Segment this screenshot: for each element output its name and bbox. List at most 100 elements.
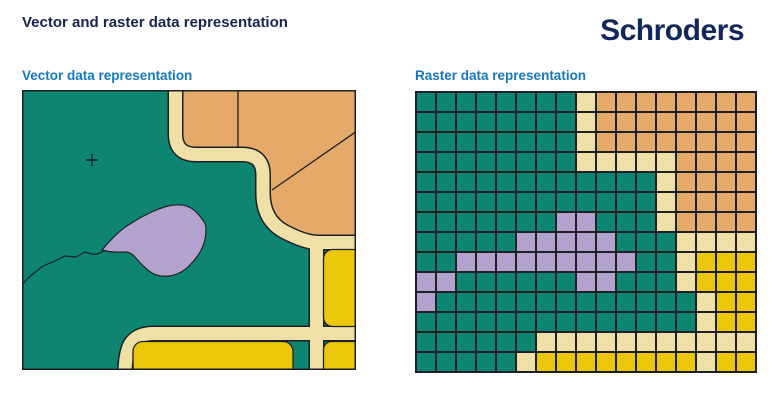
raster-cell: [636, 212, 656, 232]
raster-cell: [596, 112, 616, 132]
raster-cell: [596, 252, 616, 272]
raster-cell: [636, 152, 656, 172]
raster-cell: [456, 272, 476, 292]
raster-cell: [456, 292, 476, 312]
raster-cell: [696, 272, 716, 292]
raster-cell: [476, 192, 496, 212]
raster-cell: [676, 272, 696, 292]
raster-cell: [476, 332, 496, 352]
raster-cell: [736, 92, 756, 112]
raster-cell: [696, 112, 716, 132]
raster-cell: [456, 112, 476, 132]
raster-cell: [556, 132, 576, 152]
plus-marker: [86, 154, 98, 166]
raster-cell: [716, 152, 736, 172]
raster-cell: [696, 132, 716, 152]
raster-cell: [656, 112, 676, 132]
raster-cell: [436, 192, 456, 212]
raster-cell: [736, 212, 756, 232]
raster-cell: [416, 272, 436, 292]
raster-cell: [596, 192, 616, 212]
raster-cell: [516, 152, 536, 172]
raster-cell: [656, 232, 676, 252]
raster-cell: [616, 292, 636, 312]
raster-cell: [496, 272, 516, 292]
raster-cell: [456, 332, 476, 352]
raster-cell: [556, 352, 576, 372]
raster-cell: [516, 352, 536, 372]
raster-cell: [736, 292, 756, 312]
raster-cell: [656, 152, 676, 172]
lake-area: [100, 204, 207, 277]
raster-cell: [656, 132, 676, 152]
raster-cell: [616, 312, 636, 332]
raster-cell: [476, 292, 496, 312]
raster-cell: [636, 252, 656, 272]
raster-cell: [576, 312, 596, 332]
raster-cell: [476, 152, 496, 172]
raster-cell: [736, 192, 756, 212]
raster-cell: [416, 92, 436, 112]
raster-cell: [556, 252, 576, 272]
raster-cell: [716, 312, 736, 332]
raster-cell: [436, 332, 456, 352]
raster-cell: [536, 192, 556, 212]
raster-cell: [456, 232, 476, 252]
raster-cell: [656, 172, 676, 192]
raster-cell: [496, 332, 516, 352]
raster-cell: [536, 332, 556, 352]
raster-cell: [656, 332, 676, 352]
raster-cell: [616, 272, 636, 292]
raster-cell: [436, 272, 456, 292]
raster-cell: [616, 172, 636, 192]
raster-cell: [436, 252, 456, 272]
raster-cell: [676, 212, 696, 232]
raster-cell: [416, 292, 436, 312]
raster-cell: [516, 172, 536, 192]
raster-cell: [636, 272, 656, 292]
raster-cell: [596, 232, 616, 252]
raster-cell: [696, 92, 716, 112]
raster-cell: [476, 172, 496, 192]
raster-cell: [716, 272, 736, 292]
raster-cell: [456, 312, 476, 332]
schroders-logo: Schroders: [600, 14, 744, 47]
raster-cell: [716, 352, 736, 372]
raster-cell: [436, 112, 456, 132]
raster-cell: [616, 352, 636, 372]
raster-cell: [696, 332, 716, 352]
raster-cell: [576, 352, 596, 372]
raster-cell: [416, 192, 436, 212]
raster-cell: [616, 152, 636, 172]
raster-cell: [536, 352, 556, 372]
raster-cell: [716, 192, 736, 212]
vector-panel-title: Vector data representation: [22, 68, 193, 83]
raster-cell: [536, 212, 556, 232]
raster-cell: [496, 172, 516, 192]
raster-cell: [476, 352, 496, 372]
raster-cell: [416, 152, 436, 172]
yellow-fields: [132, 248, 356, 370]
raster-cell: [516, 212, 536, 232]
raster-cell: [696, 212, 716, 232]
raster-cell: [616, 212, 636, 232]
raster-cell: [536, 112, 556, 132]
raster-cell: [736, 172, 756, 192]
raster-cell: [696, 312, 716, 332]
raster-cell: [496, 112, 516, 132]
raster-cell: [596, 132, 616, 152]
raster-cell: [636, 352, 656, 372]
raster-cell: [516, 292, 536, 312]
raster-cell: [576, 152, 596, 172]
raster-cell: [476, 232, 496, 252]
raster-cell: [416, 172, 436, 192]
raster-cell: [576, 212, 596, 232]
raster-cell: [676, 92, 696, 112]
raster-cell: [576, 132, 596, 152]
raster-cell: [576, 292, 596, 312]
raster-cell: [736, 272, 756, 292]
raster-cell: [696, 152, 716, 172]
raster-cell: [576, 332, 596, 352]
raster-cell: [556, 232, 576, 252]
raster-cell: [596, 152, 616, 172]
